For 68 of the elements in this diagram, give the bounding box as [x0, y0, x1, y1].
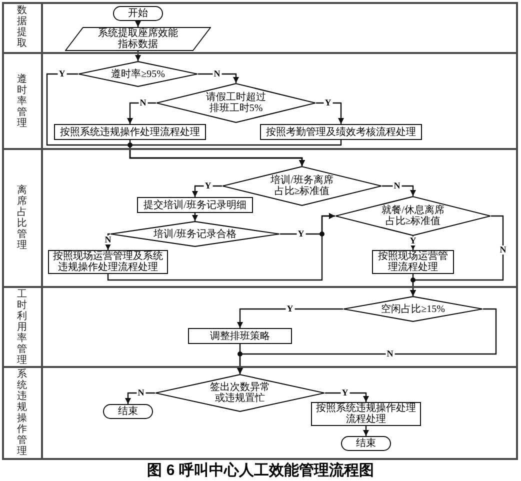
- lane-title: 离席占比管理: [17, 185, 27, 251]
- flow-arrow: [192, 213, 198, 221]
- flow-arrow: [316, 102, 344, 124]
- lane-title: 数据提取: [17, 5, 27, 49]
- edge-label: N: [136, 388, 146, 398]
- edge-label: Y: [286, 304, 294, 314]
- flow-arrow: [237, 308, 343, 328]
- flow-arrow: [192, 185, 222, 197]
- decision-diamond: [343, 296, 483, 322]
- lane-title: 遵时率管理: [17, 74, 27, 128]
- swimlane: [2, 150, 518, 288]
- edge-label: N: [392, 182, 402, 190]
- condition-text: 请假工时超过排班工时5%: [205, 92, 267, 114]
- edge-label: N: [212, 70, 222, 78]
- io-label: 系统提取座席效能指标数据: [97, 28, 179, 50]
- process-box: [137, 197, 253, 213]
- edge-label: Y: [204, 182, 212, 190]
- process-box: [260, 124, 422, 140]
- decision-diamond: [335, 196, 491, 236]
- edge-label: N: [138, 98, 148, 108]
- flow-arrow: [127, 102, 156, 124]
- flow-arrow: [325, 392, 369, 402]
- condition-text: 空闲占比≥15%: [381, 304, 445, 314]
- swimlane: [2, 288, 518, 368]
- decision-diamond: [155, 374, 325, 412]
- terminal-label: 结束: [118, 406, 138, 417]
- edge-label: N: [104, 236, 112, 244]
- process-box: [188, 328, 292, 344]
- process-box: [372, 250, 454, 274]
- lane-title: 工时利用率管理: [17, 288, 27, 366]
- flow-arrow: [382, 185, 416, 196]
- flow-arrow: [107, 213, 335, 281]
- edge-label: Y: [58, 70, 66, 78]
- condition-text: 遵时率≥95%: [111, 68, 165, 80]
- condition-text: 培训/班务记录合格: [154, 228, 236, 240]
- flow-arrow: [363, 426, 369, 436]
- step-text: 按照系统违规操作处理流程处理: [315, 403, 417, 425]
- process-box: [54, 124, 206, 140]
- step-text: 调整排班策略: [210, 330, 270, 342]
- edge-label: Y: [408, 236, 418, 246]
- edge-label: N: [386, 350, 394, 358]
- condition-text: 培训/班务离席占比≥标准值: [270, 175, 334, 197]
- step-text: 按照现场运营管理流程处理: [377, 251, 449, 273]
- decision-diamond: [110, 221, 280, 247]
- condition-text: 签出次数异常或违规置忙: [209, 382, 271, 404]
- figure-caption: 图 6 呼叫中心人工效能管理流程图: [147, 462, 374, 479]
- step-text: 按照现场运营管理及系统违规操作处理流程处理: [52, 251, 164, 273]
- edge-label: Y: [296, 230, 306, 238]
- flow-arrow: [135, 21, 141, 27]
- flow-arrow: [198, 73, 239, 83]
- flow-arrow: [237, 344, 243, 374]
- lane-title: 系统违规操作管理: [17, 369, 27, 457]
- data-parallelogram: [65, 27, 211, 51]
- step-text: 提交培训/班务记录明细: [144, 200, 246, 210]
- swimlane: [2, 54, 518, 150]
- flow-arrow: [410, 274, 416, 296]
- condition-text: 就餐/休息离席占比≥标准值: [380, 205, 446, 227]
- terminal-label: 开始: [128, 8, 148, 19]
- decision-diamond: [78, 61, 198, 87]
- edge-label: Y: [340, 388, 350, 398]
- edge-label: Y: [324, 98, 332, 108]
- step-text: 按照系统违规操作处理流程处理: [60, 126, 200, 138]
- flow-arrow: [129, 140, 342, 166]
- edge-label: N: [498, 246, 508, 254]
- step-text: 按照考勤管理及绩效考核流程处理: [266, 126, 416, 138]
- terminal-label: 结束: [356, 438, 376, 449]
- swimlane: [2, 2, 518, 54]
- flow-arrow: [135, 51, 141, 61]
